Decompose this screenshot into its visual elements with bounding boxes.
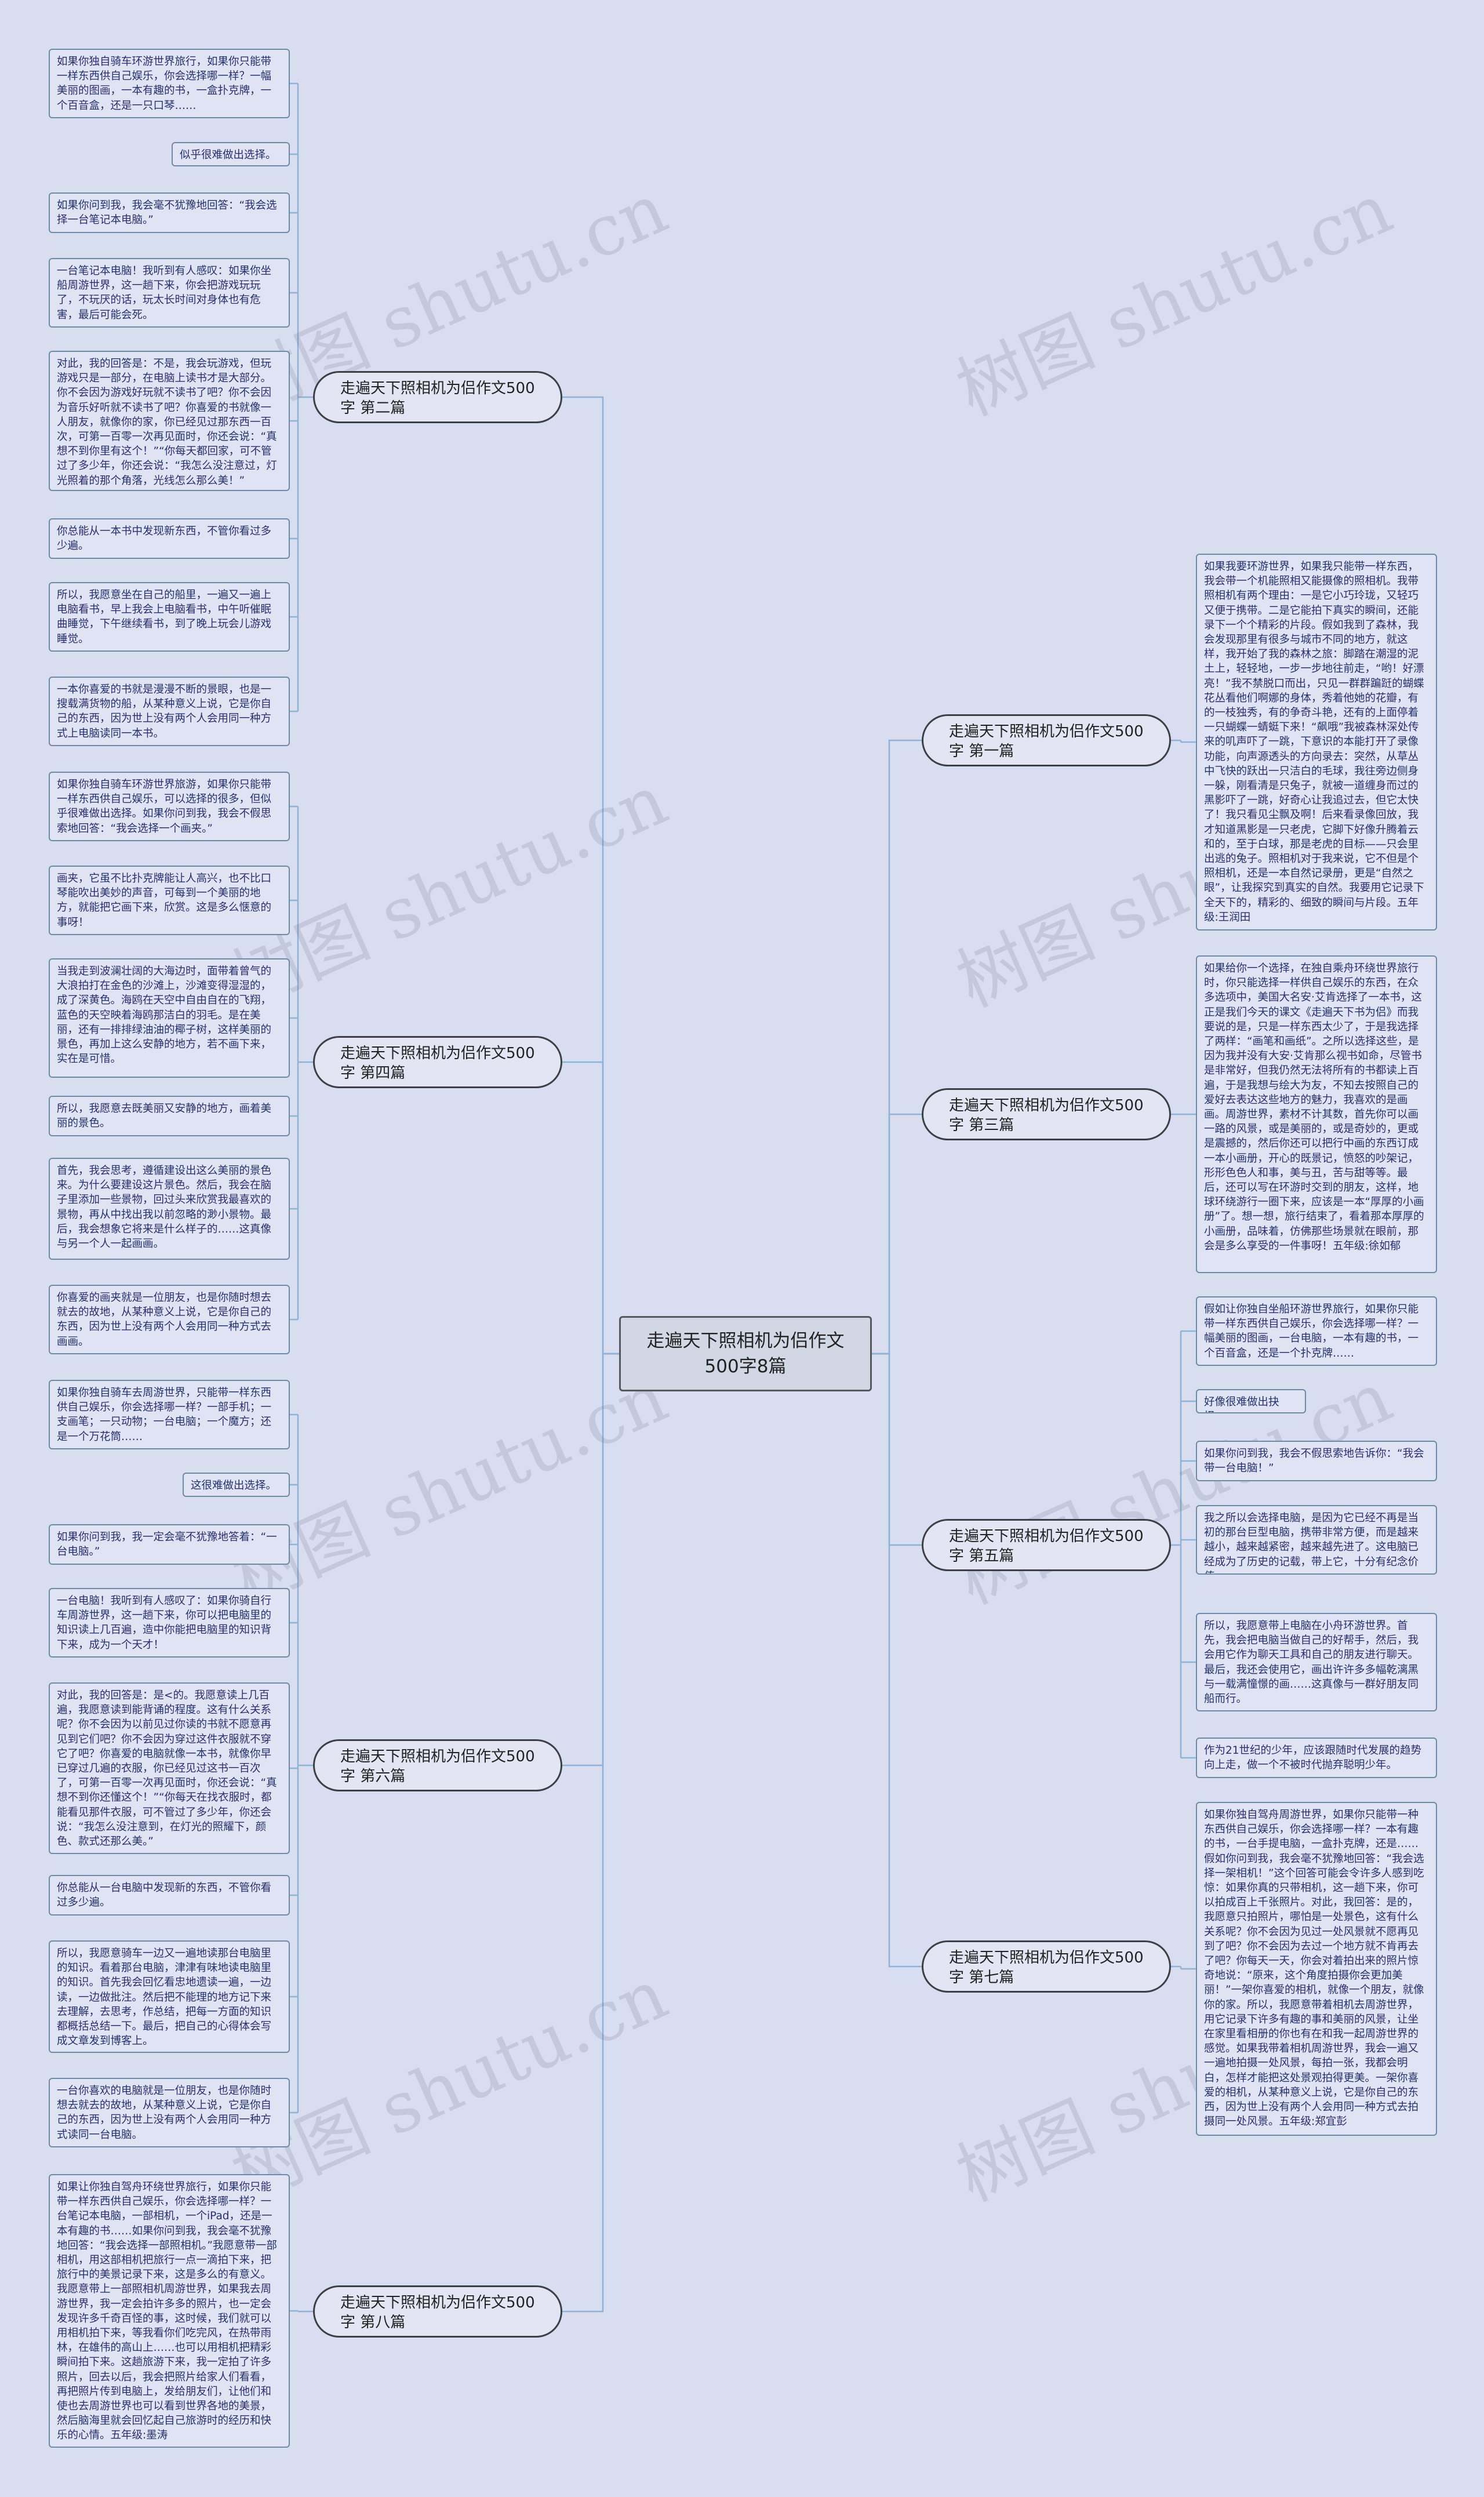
connector-root-b8 [562, 1353, 619, 2313]
branch-topic-title: 走遍天下照相机为侣作文500字 第二篇 [340, 380, 535, 417]
branch-topic-b3[interactable]: 走遍天下照相机为侣作文500字 第三篇 [922, 1088, 1171, 1140]
branch-topic-title: 走遍天下照相机为侣作文500字 第四篇 [340, 1045, 535, 1082]
leaf-note[interactable]: 你总能从一本书中发现新东西，不管你看过多少遍。 [49, 518, 290, 559]
branch-topic-b8[interactable]: 走遍天下照相机为侣作文500字 第八篇 [313, 2285, 562, 2338]
connector-root-b5 [872, 1353, 922, 1546]
leaf-note[interactable]: 如果我要环游世界，如果我只能带一样东西，我会带一个机能照相又能摄像的照相机。我带… [1196, 554, 1437, 931]
leaf-note[interactable]: 如果你独自骑车环游世界旅游，如果你只能带一样东西供自己娱乐，可以选择的很多，但似… [49, 772, 290, 841]
leaf-note[interactable]: 对此，我的回答是：是<的。我愿意读上几百遍，我愿意读到能背诵的程度。这有什么关系… [49, 1682, 290, 1854]
branch-topic-b2[interactable]: 走遍天下照相机为侣作文500字 第二篇 [313, 371, 562, 423]
leaf-note[interactable]: 画夹，它虽不比扑克牌能让人高兴，也不比口琴能吹出美妙的声音，可每到一个美丽的地方… [49, 866, 290, 935]
connector-root-b4 [562, 1061, 619, 1355]
root-topic[interactable]: 走遍天下照相机为侣作文500字8篇 [619, 1316, 872, 1391]
branch-topic-title: 走遍天下照相机为侣作文500字 第五篇 [949, 1528, 1144, 1565]
branch-topic-title: 走遍天下照相机为侣作文500字 第一篇 [949, 723, 1144, 760]
leaf-note[interactable]: 一本你喜爱的书就是漫漫不断的景眼，也是一搜载满货物的船，从某种意义上说，它是你自… [49, 677, 290, 746]
leaf-note[interactable]: 当我走到波澜壮阔的大海边时，面带着曾气的大浪拍打在金色的沙滩上，沙滩变得湿湿的，… [49, 958, 290, 1078]
branch-topic-b5[interactable]: 走遍天下照相机为侣作文500字 第五篇 [922, 1519, 1171, 1571]
connector-root-b7 [872, 1353, 922, 1968]
branch-topic-b6[interactable]: 走遍天下照相机为侣作文500字 第六篇 [313, 1739, 562, 1791]
branch-topic-title: 走遍天下照相机为侣作文500字 第八篇 [340, 2294, 535, 2331]
leaf-note[interactable]: 这很难做出选择。 [183, 1473, 290, 1497]
connector-root-b2 [562, 396, 619, 1355]
leaf-note[interactable]: 你总能从一台电脑中发现新的东西，不管你看过多少遍。 [49, 1875, 290, 1916]
leaf-note[interactable]: 如果让你独自驾舟环绕世界旅行，如果你只能带一样东西供自己娱乐，你会选择哪一样？一… [49, 2174, 290, 2448]
leaf-note[interactable]: 一台电脑！我听到有人感叹了：如果你骑自行车周游世界，这一趟下来，你可以把电脑里的… [49, 1588, 290, 1658]
branch-topic-title: 走遍天下照相机为侣作文500字 第六篇 [340, 1748, 535, 1785]
leaf-note[interactable]: 似乎很难做出选择。 [172, 142, 290, 166]
branch-topic-b1[interactable]: 走遍天下照相机为侣作文500字 第一篇 [922, 714, 1171, 766]
leaf-note[interactable]: 一台笔记本电脑！我听到有人感叹：如果你坐船周游世界，这一趟下来，你会把游戏玩玩了… [49, 258, 290, 328]
leaf-note[interactable]: 如果你问到我，我一定会毫不犹豫地答着：“一台电脑。” [49, 1524, 290, 1565]
connector-root-b3 [872, 1113, 922, 1355]
leaf-note[interactable]: 所以，我愿意去既美丽又安静的地方，画着美丽的景色。 [49, 1096, 290, 1136]
leaf-note[interactable]: 所以，我愿意骑车一边又一遍地读那台电脑里的知识。看着那台电脑，津津有味地读电脑里… [49, 1940, 290, 2053]
leaf-note[interactable]: 如果给你一个选择，在独自乘舟环绕世界旅行时，你只能选择一样供自己娱乐的东西，在众… [1196, 955, 1437, 1273]
branch-topic-b7[interactable]: 走遍天下照相机为侣作文500字 第七篇 [922, 1940, 1171, 1993]
leaf-note[interactable]: 你喜爱的画夹就是一位朋友，也是你随时想去就去的故地，从某种意义上说，它是你自己的… [49, 1285, 290, 1354]
leaf-note[interactable]: 好像很难做出抉择。 [1196, 1389, 1306, 1413]
leaf-note[interactable]: 首先，我会思考，遵循建设出这么美丽的景色来。为什么要建设这片景色。然后，我会在脑… [49, 1158, 290, 1260]
leaf-note[interactable]: 如果你独自骑车去周游世界，只能带一样东西供自己娱乐，你会选择哪一样？一部手机；一… [49, 1380, 290, 1449]
leaf-note[interactable]: 对此，我的回答是：不是，我会玩游戏，但玩游戏只是一部分，在电脑上读书才是大部分。… [49, 351, 290, 491]
branch-topic-b4[interactable]: 走遍天下照相机为侣作文500字 第四篇 [313, 1036, 562, 1088]
leaf-note[interactable]: 我之所以会选择电脑，是因为它已经不再是当初的那台巨型电脑，携带非常方便，而是越来… [1196, 1505, 1437, 1575]
leaf-note[interactable]: 如果你问到我，我会毫不犹豫地回答：“我会选择一台笔记本电脑。” [49, 192, 290, 233]
leaf-note[interactable]: 一台你喜欢的电脑就是一位朋友，也是你随时想去就去的故地，从某种意义上说，它是你自… [49, 2078, 290, 2147]
leaf-note[interactable]: 所以，我愿意带上电脑在小舟环游世界。首先，我会把电脑当做自己的好帮手，然后，我会… [1196, 1613, 1437, 1711]
leaf-note[interactable]: 如果你问到我，我会不假思索地告诉你：“我会带一台电脑！” [1196, 1441, 1437, 1481]
leaf-note[interactable]: 所以，我愿意坐在自己的船里，一遍又一遍上电脑看书，早上我会上电脑看书，中午听催眠… [49, 582, 290, 652]
root-topic-title: 走遍天下照相机为侣作文500字8篇 [646, 1331, 845, 1377]
leaf-note[interactable]: 作为21世纪的少年，应该跟随时代发展的趋势向上走，做一个不被时代抛弃聪明少年。 [1196, 1738, 1437, 1778]
leaf-note[interactable]: 如果你独自骑车环游世界旅行，如果你只能带一样东西供自己娱乐，你会选择哪一样？一幅… [49, 49, 290, 118]
leaf-note[interactable]: 如果你独自驾舟周游世界，如果你只能带一种东西供自己娱乐，你会选择哪一样？一本有趣… [1196, 1802, 1437, 2136]
connector-root-b6 [562, 1353, 619, 1767]
branch-topic-title: 走遍天下照相机为侣作文500字 第七篇 [949, 1949, 1144, 1986]
leaf-note[interactable]: 假如让你独自坐船环游世界旅行，如果你只能带一样东西供自己娱乐，你会选择哪一样？一… [1196, 1296, 1437, 1366]
branch-topic-title: 走遍天下照相机为侣作文500字 第三篇 [949, 1097, 1144, 1134]
connector-root-b1 [872, 739, 922, 1355]
